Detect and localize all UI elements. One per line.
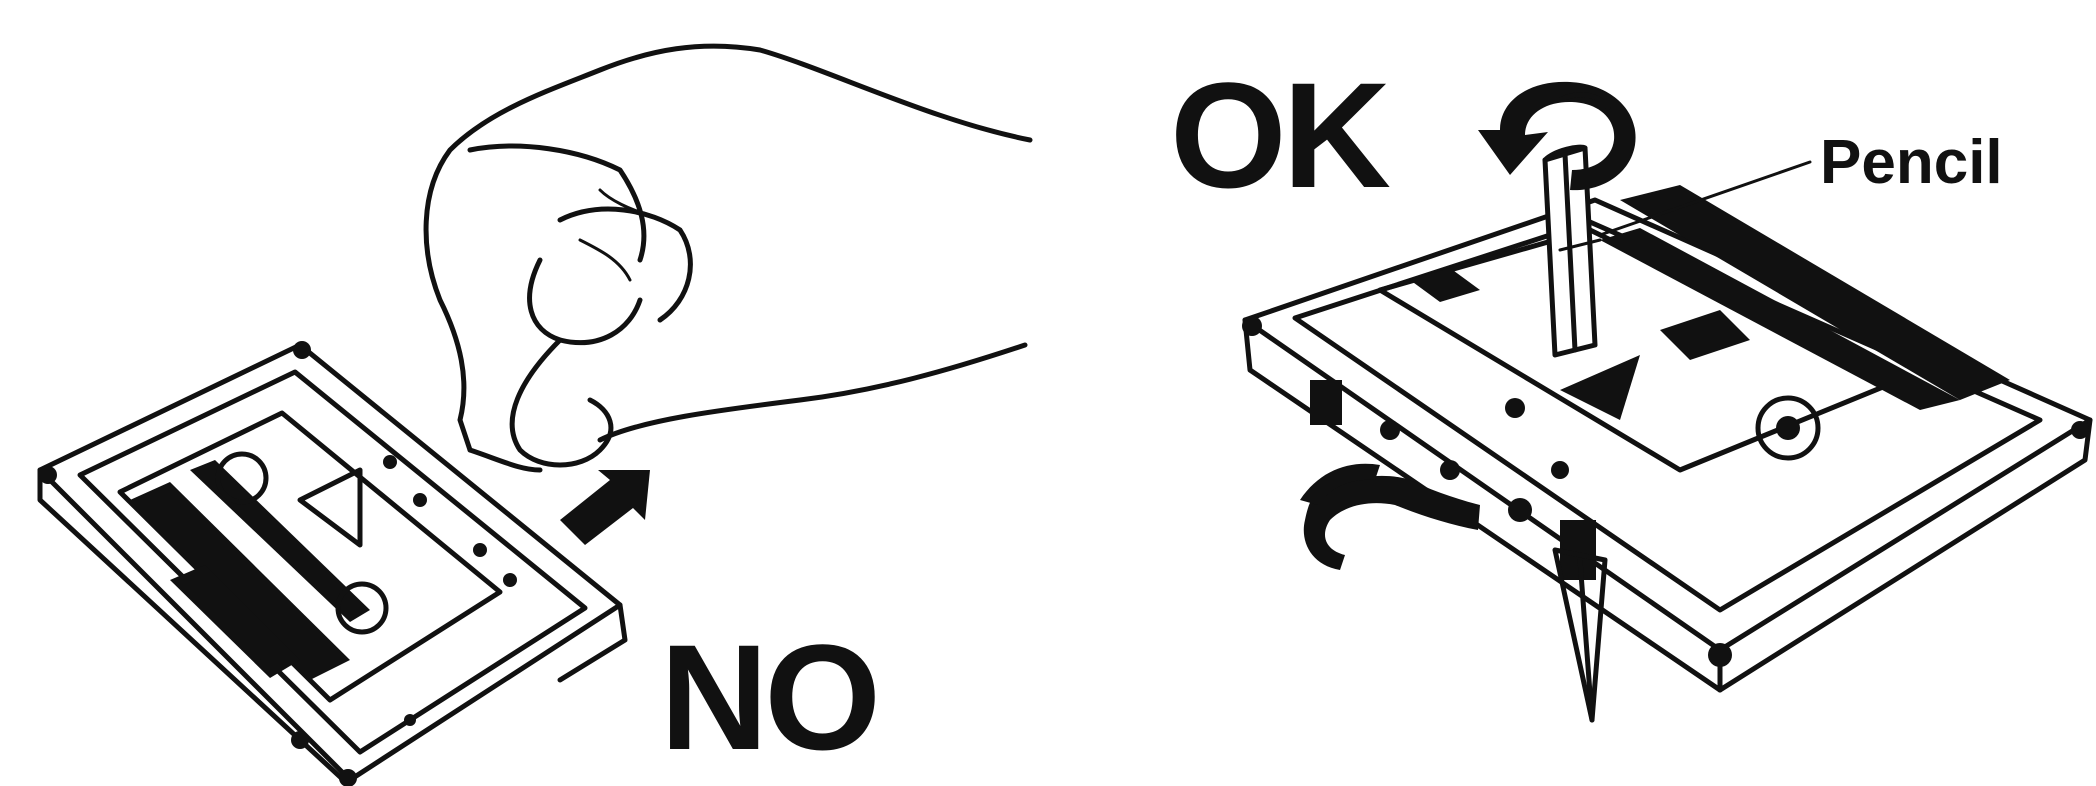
hand-icon: [426, 46, 1030, 470]
ok-label: OK: [1170, 60, 1387, 210]
pencil-callout-label: Pencil: [1820, 132, 2003, 194]
pull-arrow-icon: [560, 470, 650, 545]
left-cassette: [39, 341, 625, 786]
no-label: NO: [660, 622, 877, 772]
right-cassette: [1242, 185, 2090, 720]
